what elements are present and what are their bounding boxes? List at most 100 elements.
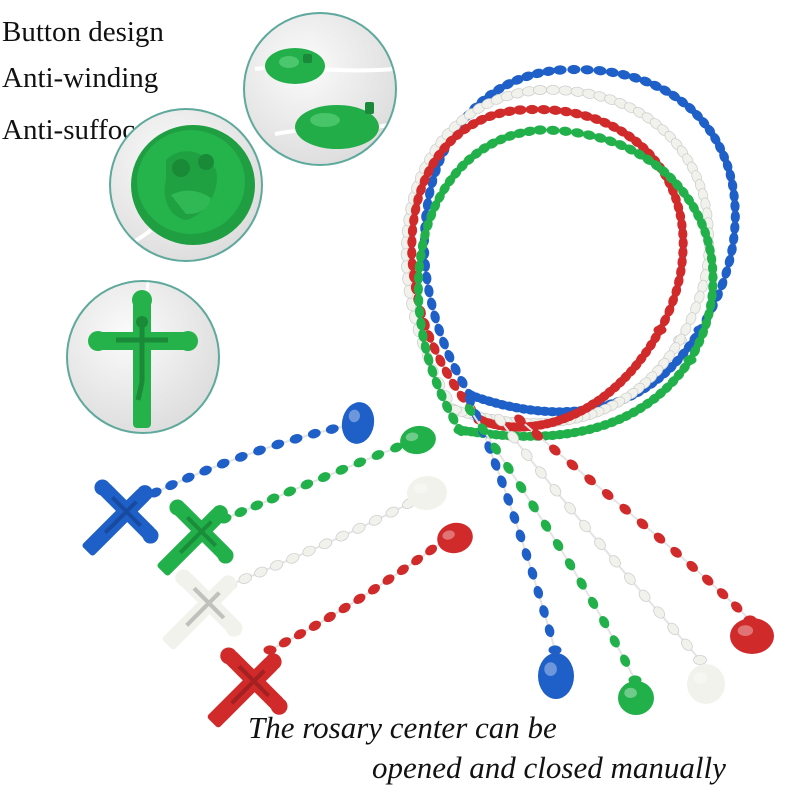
bead — [407, 224, 418, 238]
bead — [659, 314, 671, 327]
bead — [420, 341, 431, 354]
bead — [584, 474, 596, 486]
bead — [513, 128, 527, 139]
bead — [456, 390, 468, 403]
bead — [730, 221, 740, 235]
bead — [548, 645, 562, 655]
bead — [199, 465, 212, 476]
bead — [448, 378, 460, 391]
bead — [525, 104, 539, 115]
white-end-medal — [687, 664, 725, 704]
bead — [407, 246, 417, 260]
bead — [323, 611, 336, 623]
bead — [686, 560, 698, 572]
bead — [497, 475, 507, 489]
bead — [325, 424, 339, 434]
bead — [523, 126, 537, 136]
bead — [677, 255, 687, 269]
bead — [410, 203, 421, 217]
bead — [605, 67, 619, 78]
bead — [286, 552, 300, 564]
green-rosary — [413, 125, 718, 441]
bead — [283, 486, 297, 497]
bead — [609, 635, 620, 648]
bead — [493, 108, 507, 119]
bead — [601, 489, 614, 500]
bead — [424, 284, 434, 298]
bead — [318, 538, 333, 550]
bead — [263, 645, 277, 655]
bead — [511, 75, 524, 85]
caption-line-2: opened and closed manually — [372, 750, 726, 785]
bead — [628, 72, 642, 83]
bead — [271, 439, 285, 450]
bead — [507, 431, 519, 444]
bead — [620, 654, 631, 667]
bead — [667, 622, 680, 636]
button-closeup-inset — [243, 12, 397, 166]
bead — [542, 66, 556, 76]
bead — [234, 507, 248, 518]
bead — [533, 125, 547, 135]
bead — [717, 277, 728, 291]
bead — [441, 366, 453, 379]
red-centerpiece — [437, 522, 473, 554]
bead — [549, 484, 562, 497]
bead — [569, 108, 583, 119]
bead — [513, 105, 527, 115]
bead — [604, 136, 618, 147]
bead — [727, 243, 737, 257]
bead — [546, 84, 560, 95]
bead — [422, 271, 432, 285]
bead — [514, 414, 526, 426]
bead — [664, 304, 675, 317]
bead — [515, 481, 527, 494]
bead — [371, 450, 385, 460]
bead — [234, 452, 248, 462]
bead — [165, 480, 178, 491]
bead — [416, 249, 426, 263]
bead — [448, 412, 459, 425]
bead — [431, 376, 442, 390]
bead — [636, 518, 649, 530]
bead — [580, 65, 594, 75]
bead — [434, 323, 445, 337]
feature-label-button-design: Button design — [2, 16, 164, 48]
bead — [414, 305, 425, 319]
bead — [411, 554, 424, 566]
bead — [426, 297, 437, 311]
white-crucifix — [162, 569, 243, 650]
bead — [494, 413, 506, 427]
bead — [579, 519, 591, 533]
bead — [676, 265, 686, 279]
bead — [182, 472, 195, 483]
bead — [671, 284, 682, 298]
bead — [599, 616, 610, 629]
bead — [548, 105, 562, 115]
bead — [724, 254, 735, 268]
bead — [465, 393, 475, 407]
green-end-medal — [618, 681, 654, 715]
red-end-medal — [730, 618, 774, 654]
bead — [559, 126, 572, 136]
bead — [722, 159, 733, 173]
bead — [293, 629, 307, 640]
bead — [464, 404, 476, 416]
bead — [582, 130, 596, 140]
bead — [729, 189, 739, 203]
bead — [353, 457, 367, 468]
bead — [593, 66, 607, 76]
bead — [317, 472, 331, 483]
bead — [439, 336, 449, 350]
bead — [564, 558, 576, 571]
bead — [269, 559, 284, 571]
blue-crucifix — [82, 479, 159, 556]
crucifix-closeup-inset — [66, 280, 220, 434]
bead — [457, 375, 468, 389]
bead — [427, 364, 438, 378]
bead — [678, 236, 688, 250]
bead — [216, 458, 230, 469]
bead — [619, 503, 631, 515]
bead — [413, 271, 424, 285]
bead — [453, 425, 467, 435]
